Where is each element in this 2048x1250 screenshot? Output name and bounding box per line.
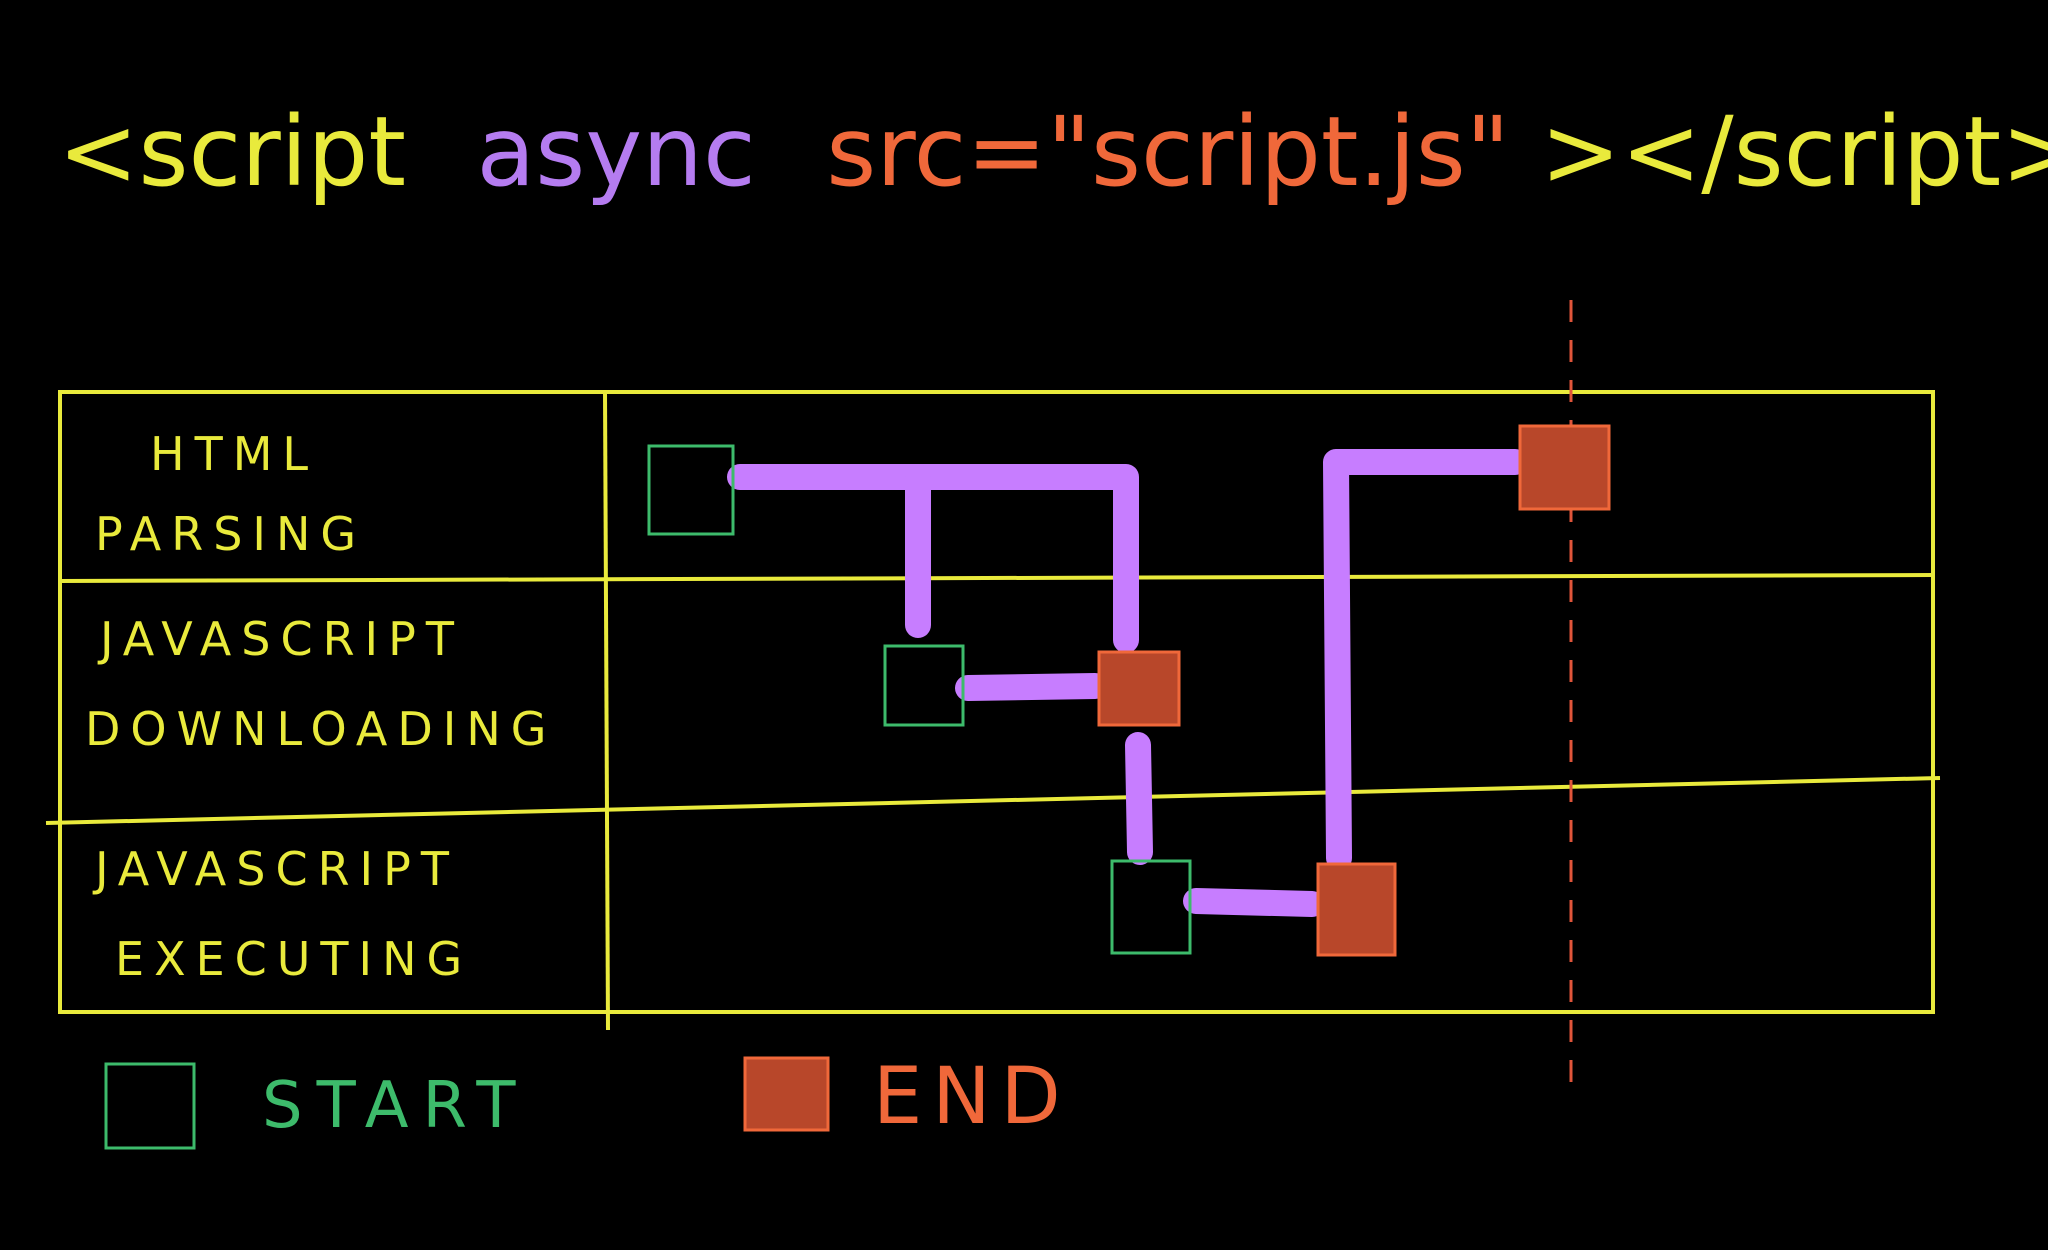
js-execute-start-box: [1110, 859, 1192, 955]
js-download-start-box: [883, 644, 965, 727]
legend-end-icon: [743, 1056, 830, 1132]
svg-text:PARSING: PARSING: [95, 507, 366, 561]
row-label-js-downloading: JAVASCRIPT DOWNLOADING: [85, 612, 556, 756]
flow-paths: [727, 449, 1528, 917]
title-src-attr: src="script.js": [826, 96, 1510, 208]
table-border: [58, 390, 1935, 1014]
legend-start-label: START: [262, 1069, 529, 1143]
row-divider: [45, 776, 1941, 825]
flow-download: [955, 673, 1108, 701]
legend: START END: [104, 1052, 1071, 1150]
legend-start-icon: [104, 1062, 196, 1150]
title-close-tag: ></script>: [1540, 96, 2048, 208]
row-label-js-executing: JAVASCRIPT EXECUTING: [92, 842, 472, 986]
legend-end-label: END: [873, 1052, 1071, 1142]
js-download-end-box: [1097, 650, 1181, 727]
row-label-html-parsing: HTML PARSING: [95, 427, 366, 561]
js-execute-end-box: [1316, 862, 1397, 957]
svg-text:EXECUTING: EXECUTING: [115, 932, 472, 986]
title-async-attr: async: [476, 96, 755, 208]
svg-text:HTML: HTML: [150, 427, 318, 481]
title-open-tag: <script: [58, 96, 406, 208]
html-parsing-end-box: [1518, 424, 1611, 511]
table-grid: [45, 390, 1941, 1031]
flow-resume-html: [1323, 449, 1528, 871]
html-parsing-start-box: [647, 444, 735, 536]
diagram-title: <script async src="script.js" ></script>: [58, 96, 2048, 208]
row-divider: [59, 573, 1934, 583]
column-divider: [603, 391, 610, 1031]
flow-execute: [1183, 888, 1325, 917]
svg-text:JAVASCRIPT: JAVASCRIPT: [97, 612, 464, 666]
flow-html-to-download-end: [727, 464, 1139, 653]
svg-text:JAVASCRIPT: JAVASCRIPT: [92, 842, 459, 896]
flow-to-execute: [1125, 732, 1153, 865]
svg-text:DOWNLOADING: DOWNLOADING: [85, 702, 556, 756]
